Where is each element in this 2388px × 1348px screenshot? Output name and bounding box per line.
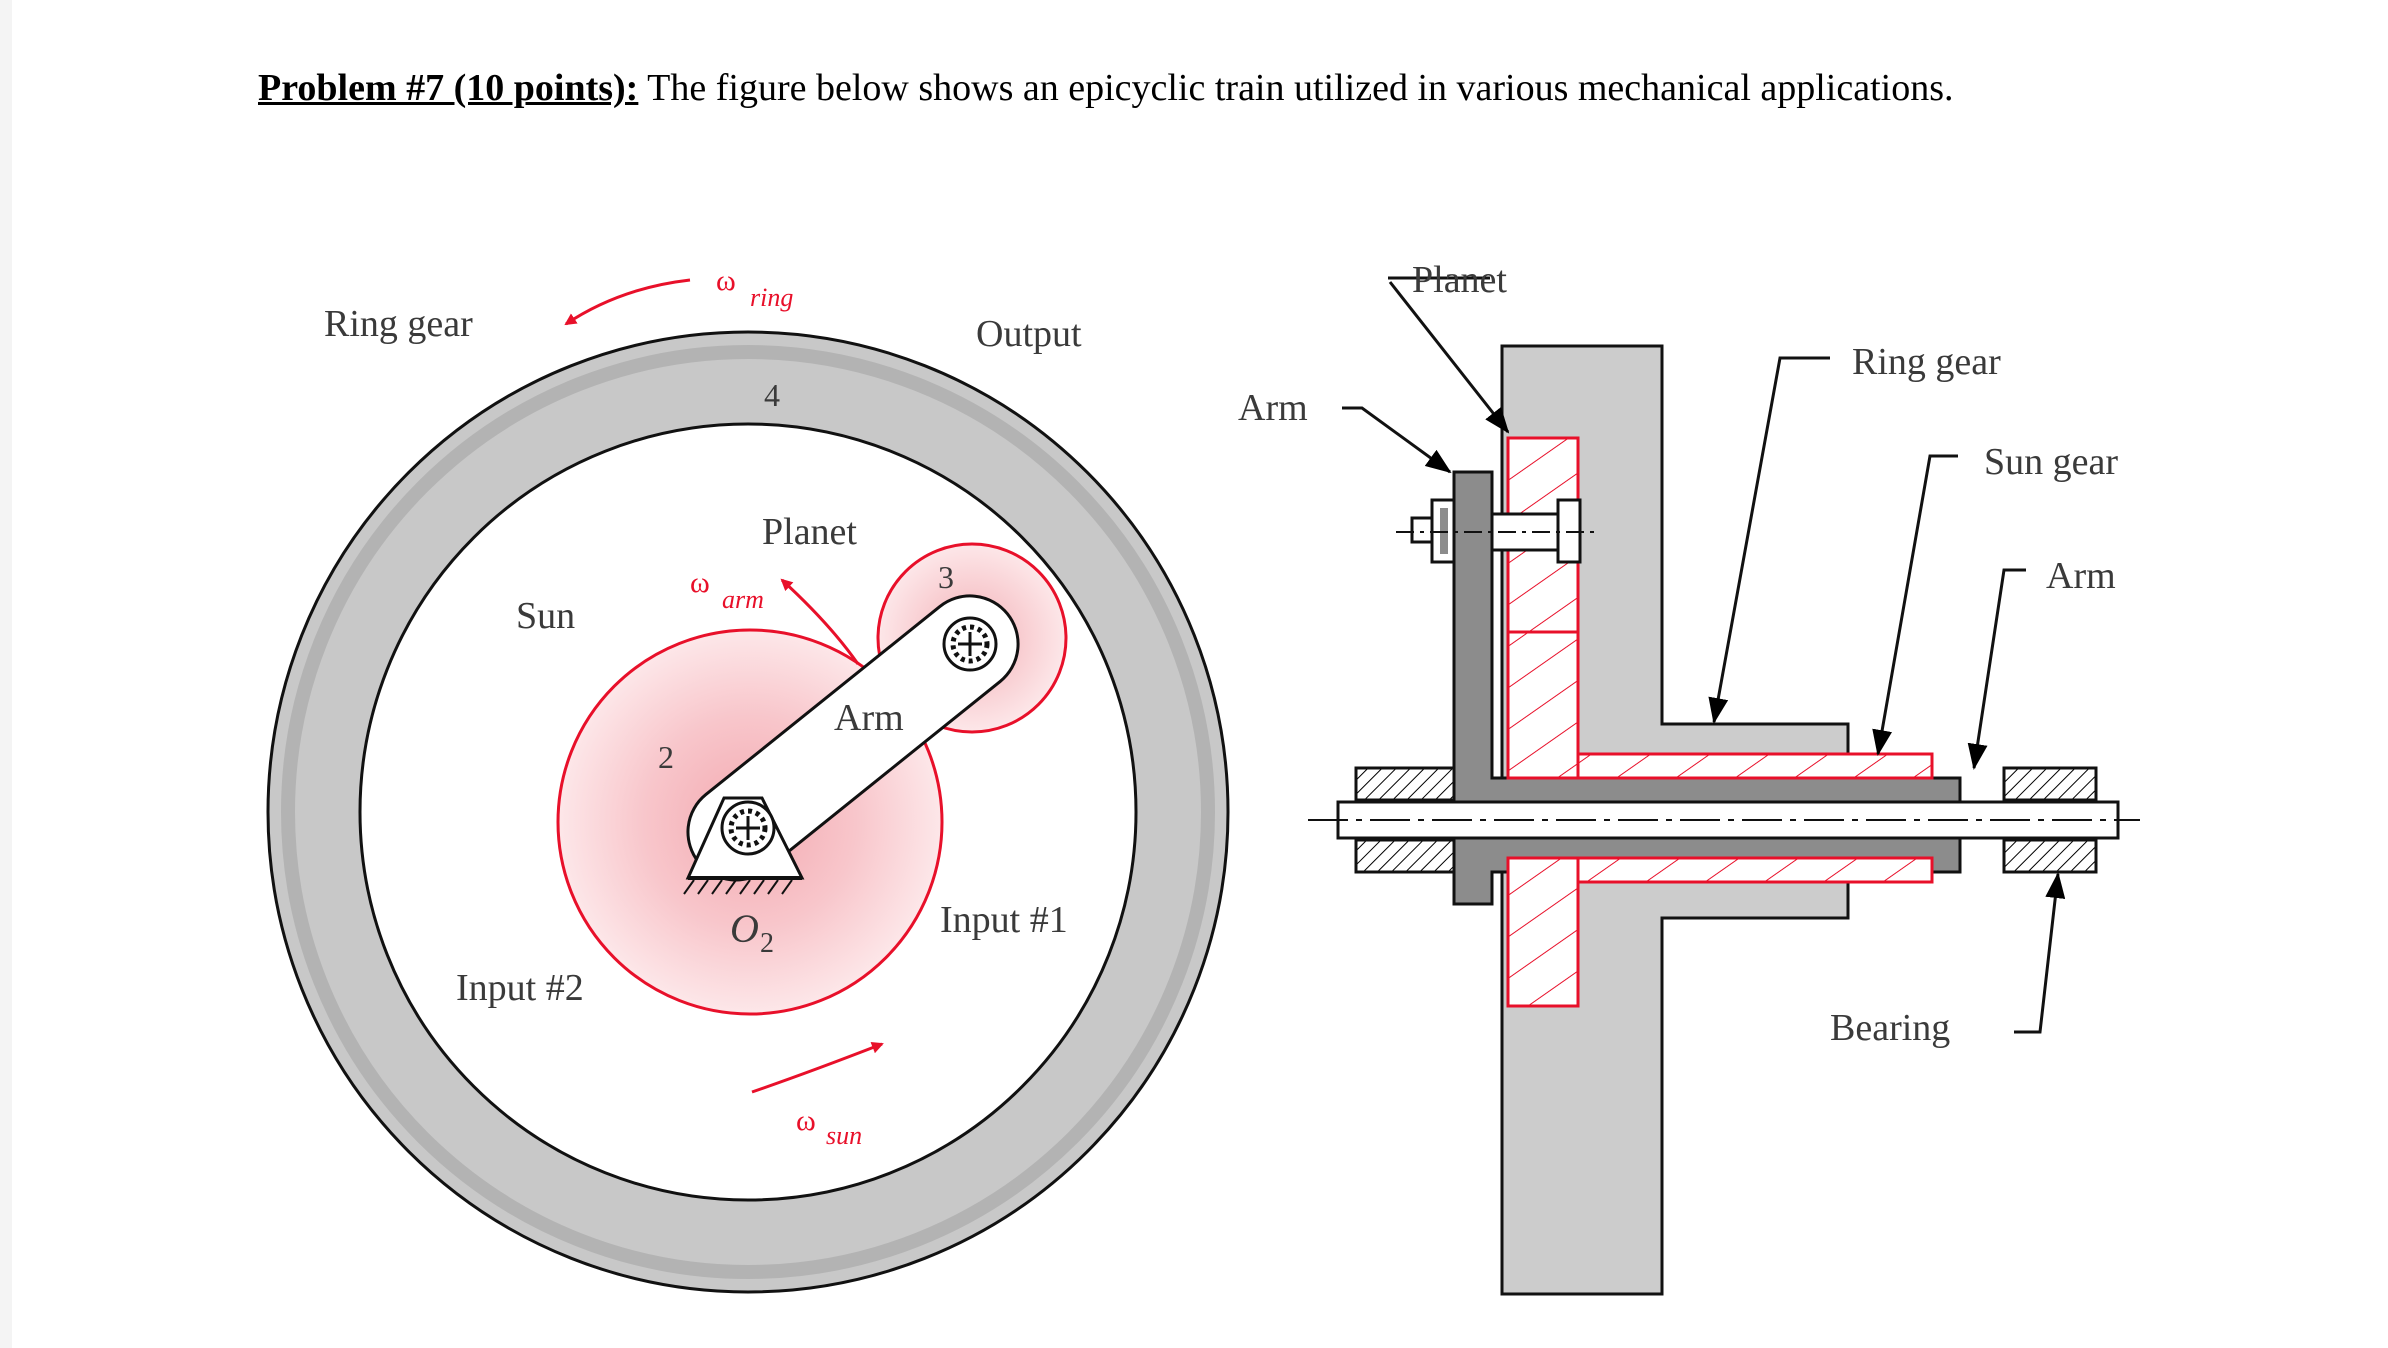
ring-gear-leader-arrow	[1708, 356, 1830, 724]
sun-gear-upper-section	[1506, 630, 1580, 780]
sun-rotation-arrow	[751, 1042, 884, 1094]
planet-label: Planet	[762, 511, 857, 553]
problem-text: The figure below shows an epicyclic trai…	[638, 67, 1954, 109]
arm-right-leader-arrow	[1967, 568, 2026, 770]
ring-rotation-arrow	[564, 278, 691, 326]
arm-label: Arm	[834, 697, 904, 739]
omega-ring-subscript: ring	[750, 283, 793, 312]
bearing-leader-arrow	[2014, 872, 2066, 1034]
bearing-right-top	[2002, 766, 2098, 802]
pivot-subscript: 2	[760, 928, 774, 959]
input1-label: Input #1	[940, 899, 1068, 941]
output-label: Output	[976, 313, 1082, 355]
planet-pin-bolt	[1396, 498, 1596, 564]
sun-gear-leader-arrow	[1872, 454, 1958, 756]
sun-gear-lower-section	[1506, 856, 1580, 1008]
ring-gear-section-label: Ring gear	[1852, 341, 2001, 383]
arm-rotation-arrow	[780, 578, 860, 665]
ring-gear-label: Ring gear	[324, 303, 473, 345]
planetary-front-view: Ring gear ω ring Output 4 Planet 3 ω arm…	[266, 264, 1230, 1294]
omega-arm-subscript: arm	[722, 585, 764, 614]
sun-label: Sun	[516, 595, 575, 637]
omega-ring-symbol: ω	[716, 264, 736, 297]
planet-leader-arrow	[1388, 281, 1510, 434]
omega-arm-symbol: ω	[690, 566, 710, 599]
planet-section-label: Planet	[1412, 259, 1507, 301]
planet-bearing	[942, 616, 998, 672]
bearing-label: Bearing	[1830, 1007, 1950, 1049]
planet-number: 3	[938, 559, 954, 595]
arm-left-section-label: Arm	[1238, 387, 1308, 429]
arm-left-leader-arrow	[1342, 406, 1452, 474]
sun-gear-section-label: Sun gear	[1984, 441, 2118, 483]
sun-gear-shaft-upper	[1576, 752, 1934, 780]
bearing-left-top	[1354, 766, 1456, 802]
arm-right-section-label: Arm	[2046, 555, 2116, 597]
sun-gear-shaft-lower	[1576, 856, 1934, 884]
page-margin	[0, 0, 12, 1348]
arm-link	[686, 594, 1020, 882]
problem-label: Problem #7 (10 points):	[258, 67, 639, 109]
bearing-right-bottom	[2002, 838, 2098, 874]
arm-section	[1452, 470, 1962, 906]
omega-sun-symbol: ω	[796, 1104, 816, 1137]
pivot-letter: O	[730, 906, 759, 951]
pivot-label: O 2	[730, 906, 774, 959]
problem-statement: Problem #7 (10 points): The figure below…	[258, 66, 1954, 110]
omega-sun-subscript: sun	[826, 1121, 862, 1150]
sun-number: 2	[658, 739, 674, 775]
input2-label: Input #2	[456, 967, 584, 1009]
ring-number: 4	[764, 377, 780, 413]
bearing-left-bottom	[1354, 838, 1456, 874]
planetary-cross-section: Planet Arm Ring gear Sun gear Arm Bearin…	[1238, 259, 2140, 1296]
pivot-bearing-o2	[720, 800, 776, 856]
